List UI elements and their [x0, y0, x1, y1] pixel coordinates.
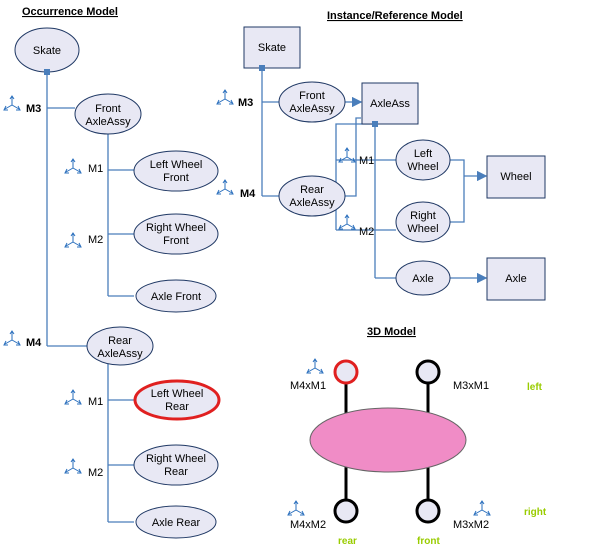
inst-rear-axle-node: Rear AxleAssy — [278, 175, 346, 217]
axis-triad-icon — [306, 358, 324, 374]
front-label: front — [417, 536, 440, 547]
occ-rear-axle-label-2: AxleAssy — [97, 348, 143, 360]
skate-body — [309, 407, 467, 473]
occ-axle-rear-node: Axle Rear — [135, 505, 217, 539]
inst-m1-label: M1 — [359, 155, 374, 167]
model3d-title: 3D Model — [367, 326, 416, 338]
occ-lwf-label-2: Front — [163, 172, 189, 184]
axis-triad-icon — [216, 179, 234, 195]
occ-front-axle-label-1: Front — [95, 103, 121, 115]
occ-lwf-label-1: Left Wheel — [150, 159, 203, 171]
m4xm2-label: M4xM2 — [290, 519, 326, 531]
occ-m2-label: M2 — [88, 234, 103, 246]
inst-front-axle-node: Front AxleAssy — [278, 81, 346, 123]
occ-axle-rear-label: Axle Rear — [152, 517, 201, 529]
inst-left-wheel-node: Left Wheel — [395, 139, 451, 181]
inst-rear-axle-label-2: AxleAssy — [289, 197, 335, 209]
wheel-front-right — [415, 498, 441, 524]
occ-front-axle-node: Front AxleAssy — [74, 93, 142, 135]
occ-skate-node: Skate — [14, 27, 80, 73]
wheel-rear-right — [333, 498, 359, 524]
occurrence-model-title: Occurrence Model — [22, 6, 118, 18]
inst-axle-box: Axle — [486, 257, 546, 301]
axis-triad-icon — [287, 500, 305, 516]
axis-triad-icon — [216, 89, 234, 105]
inst-m2-label: M2 — [359, 226, 374, 238]
occ-m3-label: M3 — [26, 103, 41, 115]
axis-triad-icon — [64, 458, 82, 474]
occ-rear-axle-label-1: Rear — [108, 335, 132, 347]
m4xm1-label: M4xM1 — [290, 380, 326, 392]
instance-model-title: Instance/Reference Model — [327, 10, 463, 22]
axis-triad-icon — [64, 158, 82, 174]
occ-rwf-label-2: Front — [163, 235, 189, 247]
occ-rwf-label-1: Right Wheel — [146, 222, 206, 234]
axis-triad-icon — [3, 95, 21, 111]
inst-rear-axle-label-1: Rear — [300, 184, 324, 196]
occ-axle-front-label: Axle Front — [151, 291, 201, 303]
occ-right-wheel-rear-node: Right Wheel Rear — [133, 444, 219, 486]
inst-left-wheel-label-1: Left — [414, 148, 432, 160]
axis-triad-icon — [3, 330, 21, 346]
wheel-rear-left — [333, 359, 359, 385]
wheel-front-left — [415, 359, 441, 385]
inst-axle-node: Axle — [395, 260, 451, 296]
inst-right-wheel-label-1: Right — [410, 210, 436, 222]
occ-lwr-label-1: Left Wheel — [151, 388, 204, 400]
occ-rwr-label-2: Rear — [164, 466, 188, 478]
occ-axle-front-node: Axle Front — [135, 279, 217, 313]
occ-left-wheel-rear-node: Left Wheel Rear — [133, 379, 221, 421]
occ-m1b-label: M1 — [88, 396, 103, 408]
occ-front-axle-label-2: AxleAssy — [85, 116, 131, 128]
m3xm2-label: M3xM2 — [453, 519, 489, 531]
inst-skate-port — [259, 65, 265, 71]
right-label: right — [524, 507, 547, 518]
occ-m4-label: M4 — [26, 337, 42, 349]
inst-right-wheel-node: Right Wheel — [395, 201, 451, 243]
left-label: left — [527, 382, 543, 393]
inst-wheel-box-label: Wheel — [500, 171, 531, 183]
inst-front-axle-label-2: AxleAssy — [289, 103, 335, 115]
inst-axleass-box: AxleAss — [361, 82, 419, 125]
occ-rwr-label-1: Right Wheel — [146, 453, 206, 465]
occ-skate-label: Skate — [33, 45, 61, 57]
occ-m2b-label: M2 — [88, 467, 103, 479]
axis-triad-icon — [64, 232, 82, 248]
m3xm1-label: M3xM1 — [453, 380, 489, 392]
inst-skate-label: Skate — [258, 42, 286, 54]
inst-m4-label: M4 — [240, 188, 256, 200]
axis-triad-icon — [338, 214, 356, 230]
occurrence-tree-lines — [46, 72, 134, 523]
inst-axle-box-label: Axle — [505, 273, 526, 285]
inst-wheel-box: Wheel — [486, 155, 546, 199]
occ-left-wheel-front-node: Left Wheel Front — [133, 150, 219, 192]
inst-axleass-port — [372, 121, 378, 127]
inst-skate-box: Skate — [243, 26, 301, 69]
inst-axleass-label: AxleAss — [370, 98, 410, 110]
occ-m1-label: M1 — [88, 163, 103, 175]
inst-m3-label: M3 — [238, 97, 253, 109]
occ-skate-port — [44, 69, 50, 75]
inst-axle-label: Axle — [412, 273, 433, 285]
inst-left-wheel-label-2: Wheel — [407, 161, 438, 173]
occ-rear-axle-node: Rear AxleAssy — [86, 326, 154, 366]
model3d-drawing — [309, 359, 467, 524]
rear-label: rear — [338, 536, 357, 547]
inst-front-axle-label-1: Front — [299, 90, 325, 102]
occ-right-wheel-front-node: Right Wheel Front — [133, 213, 219, 255]
occ-lwr-label-2: Rear — [165, 401, 189, 413]
inst-right-wheel-label-2: Wheel — [407, 223, 438, 235]
axis-triad-icon — [64, 389, 82, 405]
axis-triad-icon — [473, 500, 491, 516]
